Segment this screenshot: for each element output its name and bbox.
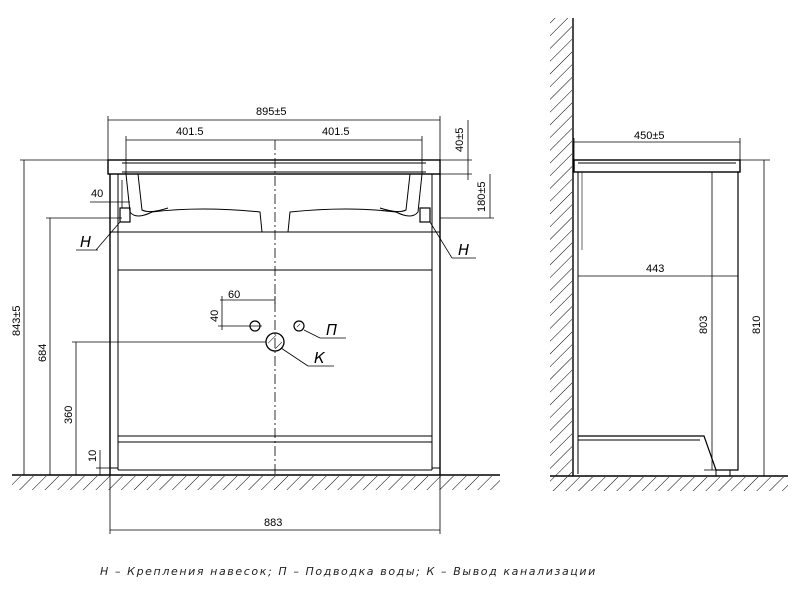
dim-mount-offset xyxy=(90,180,130,208)
dim-text-total-height: 843±5 xyxy=(11,305,23,336)
technical-drawing: 895±5 401.5 401.5 40±5 180±5 40 843±5 68… xyxy=(11,18,788,534)
dim-text-depth-body: 443 xyxy=(646,263,664,275)
dim-text-basin-left: 401.5 xyxy=(176,126,204,138)
drain-outlet-fill xyxy=(268,335,282,349)
dim-text-overall-width: 895±5 xyxy=(256,106,287,118)
countertop xyxy=(107,159,441,175)
dim-depth-top xyxy=(573,138,741,160)
dim-height-total xyxy=(740,159,770,477)
label-mount-right: Н xyxy=(458,241,469,259)
side-view xyxy=(550,18,788,491)
dim-base-width xyxy=(109,475,441,534)
dim-height-inner xyxy=(704,172,720,471)
dim-text-basin-right: 401.5 xyxy=(322,126,350,138)
dim-text-height-inner: 803 xyxy=(698,316,710,334)
side-body xyxy=(577,172,739,477)
label-water: П xyxy=(326,321,337,339)
dim-text-basin-depth: 180±5 xyxy=(476,181,488,212)
label-drain: К xyxy=(314,349,326,367)
label-leaders xyxy=(76,221,476,367)
side-countertop xyxy=(573,159,741,173)
label-mount-left: Н xyxy=(80,233,91,251)
dim-basin-depth xyxy=(440,174,494,219)
legend-caption: Н – Крепления навесок; П – Подводка воды… xyxy=(100,565,597,578)
mount-bracket-left xyxy=(119,207,131,223)
dim-text-mount-offset: 40 xyxy=(91,188,103,200)
front-view xyxy=(12,116,500,534)
dim-text-leg-height: 10 xyxy=(87,450,99,462)
dim-drain-height xyxy=(72,341,266,475)
dim-text-height-total: 810 xyxy=(751,316,763,334)
dim-overall-width xyxy=(107,116,441,160)
dim-total-height xyxy=(20,159,108,475)
mount-bracket-right xyxy=(419,207,431,223)
dim-text-pipe-dx: 60 xyxy=(228,289,240,301)
dim-pipe-offsets xyxy=(218,296,276,330)
water-inlet xyxy=(293,320,305,332)
wall xyxy=(550,18,574,476)
dim-top-thickness xyxy=(440,120,472,180)
dim-text-base-width: 883 xyxy=(264,517,282,529)
water-inlet-inner xyxy=(296,323,302,329)
dim-text-top-thickness: 40±5 xyxy=(454,128,466,152)
dim-mount-height xyxy=(46,217,122,475)
basin-bowls xyxy=(125,173,423,233)
floor-side xyxy=(550,475,788,491)
dim-text-pipe-dy: 40 xyxy=(209,310,221,322)
floor-front xyxy=(12,474,500,490)
dim-text-drain-height: 360 xyxy=(63,406,75,424)
dim-leg-height xyxy=(96,450,110,475)
dim-text-depth-top: 450±5 xyxy=(634,130,665,142)
dim-text-mount-height: 684 xyxy=(37,344,49,362)
dim-basin-halves xyxy=(125,136,423,174)
